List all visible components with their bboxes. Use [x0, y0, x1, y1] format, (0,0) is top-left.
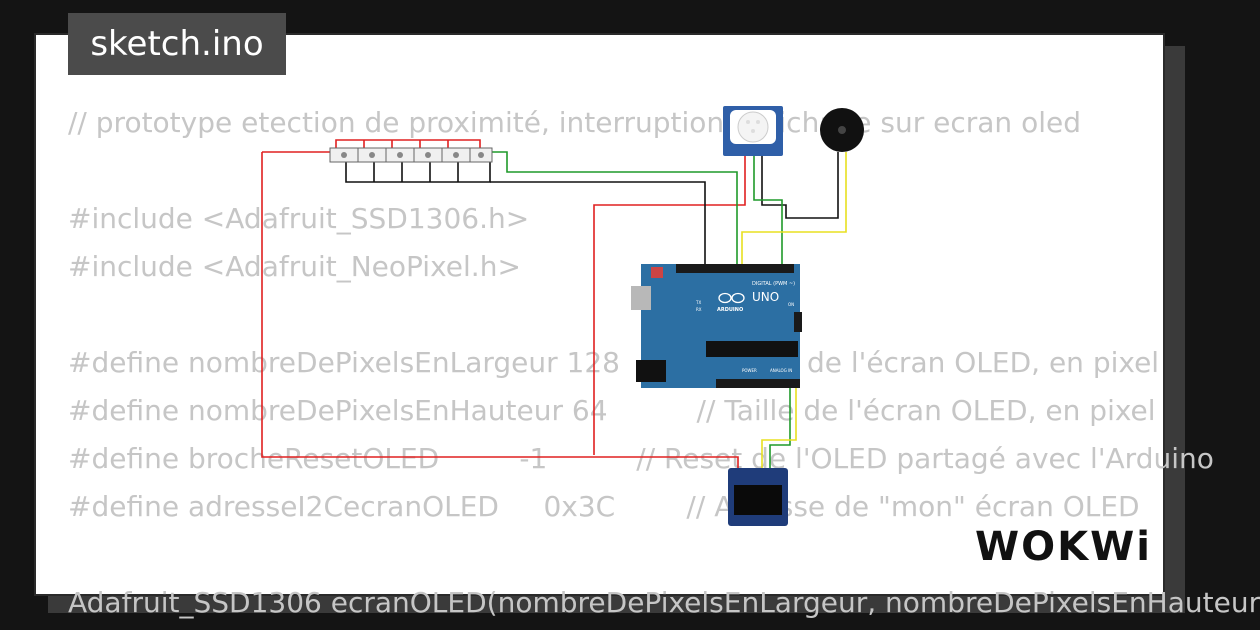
code-background: // prototype etection de proximité, inte… — [68, 107, 1260, 627]
neopixel-strip — [329, 147, 493, 163]
red-wires — [261, 139, 746, 468]
digital-label: DIGITAL (PWM ~) — [752, 281, 795, 287]
preview-card: // prototype etection de proximité, inte… — [34, 33, 1260, 619]
code-line: #define brocheResetOLED -1 // Reset de l… — [68, 442, 1214, 475]
sketch-filename-tab: sketch.ino — [68, 13, 286, 75]
rx-label: RX — [696, 307, 702, 312]
yellow-wires — [741, 152, 847, 468]
code-line: #include <Adafruit_NeoPixel.h> — [68, 250, 521, 283]
buzzer — [820, 108, 864, 152]
power-label: POWER — [742, 368, 757, 373]
pir-sensor — [723, 106, 783, 156]
arduino-uno-board: DIGITAL (PWM ~) UNO ARDUINO TX RX ON POW… — [631, 264, 802, 388]
code-line: #define nombreDePixelsEnHauteur 64 // Ta… — [68, 394, 1156, 427]
black-wires — [345, 152, 839, 265]
board-model: UNO — [752, 290, 779, 304]
on-label: ON — [788, 302, 794, 307]
board-brand: ARDUINO — [717, 307, 743, 313]
wokwi-logo: WOKWi — [975, 524, 1152, 570]
tx-label: TX — [695, 300, 701, 305]
oled-display — [728, 468, 788, 526]
code-line: Adafruit_SSD1306 ecranOLED(nombreDePixel… — [68, 586, 1260, 619]
analog-label: ANALOG IN — [770, 368, 792, 373]
arduino-logo-icon — [718, 292, 745, 304]
circuit-diagram: DIGITAL (PWM ~) UNO ARDUINO TX RX ON POW… — [261, 106, 864, 526]
code-line: #include <Adafruit_SSD1306.h> — [68, 202, 530, 235]
code-line: #define adresseI2CecranOLED 0x3C // Adre… — [68, 490, 1140, 523]
